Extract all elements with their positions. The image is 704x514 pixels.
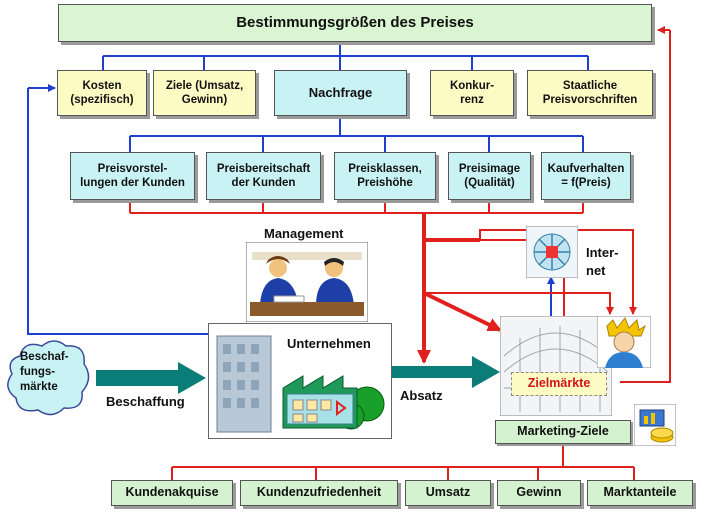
beschaffungsmaerkte-cloud-icon	[7, 340, 90, 416]
management-meeting-icon	[246, 242, 368, 322]
beschaffung-label: Beschaffung	[106, 394, 185, 409]
factor-staatliche-preisvorschriften: Staatliche Preisvorschriften	[527, 70, 653, 116]
demand-kaufverhalten: Kaufverhalten = f(Preis)	[541, 152, 631, 200]
factor-kosten: Kosten (spezifisch)	[57, 70, 147, 116]
internet-label: Inter- net	[586, 245, 619, 279]
company-buildings-icon	[216, 335, 385, 433]
page-title: Bestimmungsgrößen des Preises	[58, 4, 652, 42]
market-hall-icon	[500, 316, 612, 416]
goal-kundenakquise: Kundenakquise	[111, 480, 233, 506]
goal-gewinn: Gewinn	[497, 480, 581, 506]
customer-person-icon	[597, 316, 651, 368]
unternehmen-label: Unternehmen	[287, 336, 371, 351]
demand-preisklassen: Preisklassen, Preishöhe	[334, 152, 436, 200]
absatz-arrow	[380, 356, 500, 388]
unternehmen-box: Unternehmen	[208, 323, 392, 439]
beschaffung-arrow	[96, 362, 206, 394]
demand-preisbereitschaft: Preisbereitschaft der Kunden	[206, 152, 321, 200]
marketing-ziele-box: Marketing-Ziele	[495, 420, 631, 444]
chart-coins-icon	[634, 404, 676, 446]
factor-nachfrage: Nachfrage	[274, 70, 407, 116]
demand-preisvorstellungen: Preisvorstel- lungen der Kunden	[70, 152, 195, 200]
management-label: Management	[264, 226, 344, 241]
internet-network-icon	[526, 226, 578, 278]
beschaffungsmaerkte-label: Beschaf- fungs- märkte	[20, 351, 69, 393]
goal-kundenzufriedenheit: Kundenzufriedenheit	[240, 480, 398, 506]
goal-marktanteile: Marktanteile	[587, 480, 693, 506]
factor-konkurrenz: Konkur- renz	[430, 70, 514, 116]
absatz-label: Absatz	[400, 388, 443, 403]
zielmaerkte-label: Zielmärkte	[511, 372, 607, 396]
factor-ziele: Ziele (Umsatz, Gewinn)	[153, 70, 256, 116]
demand-preisimage: Preisimage (Qualität)	[448, 152, 531, 200]
goal-umsatz: Umsatz	[405, 480, 491, 506]
